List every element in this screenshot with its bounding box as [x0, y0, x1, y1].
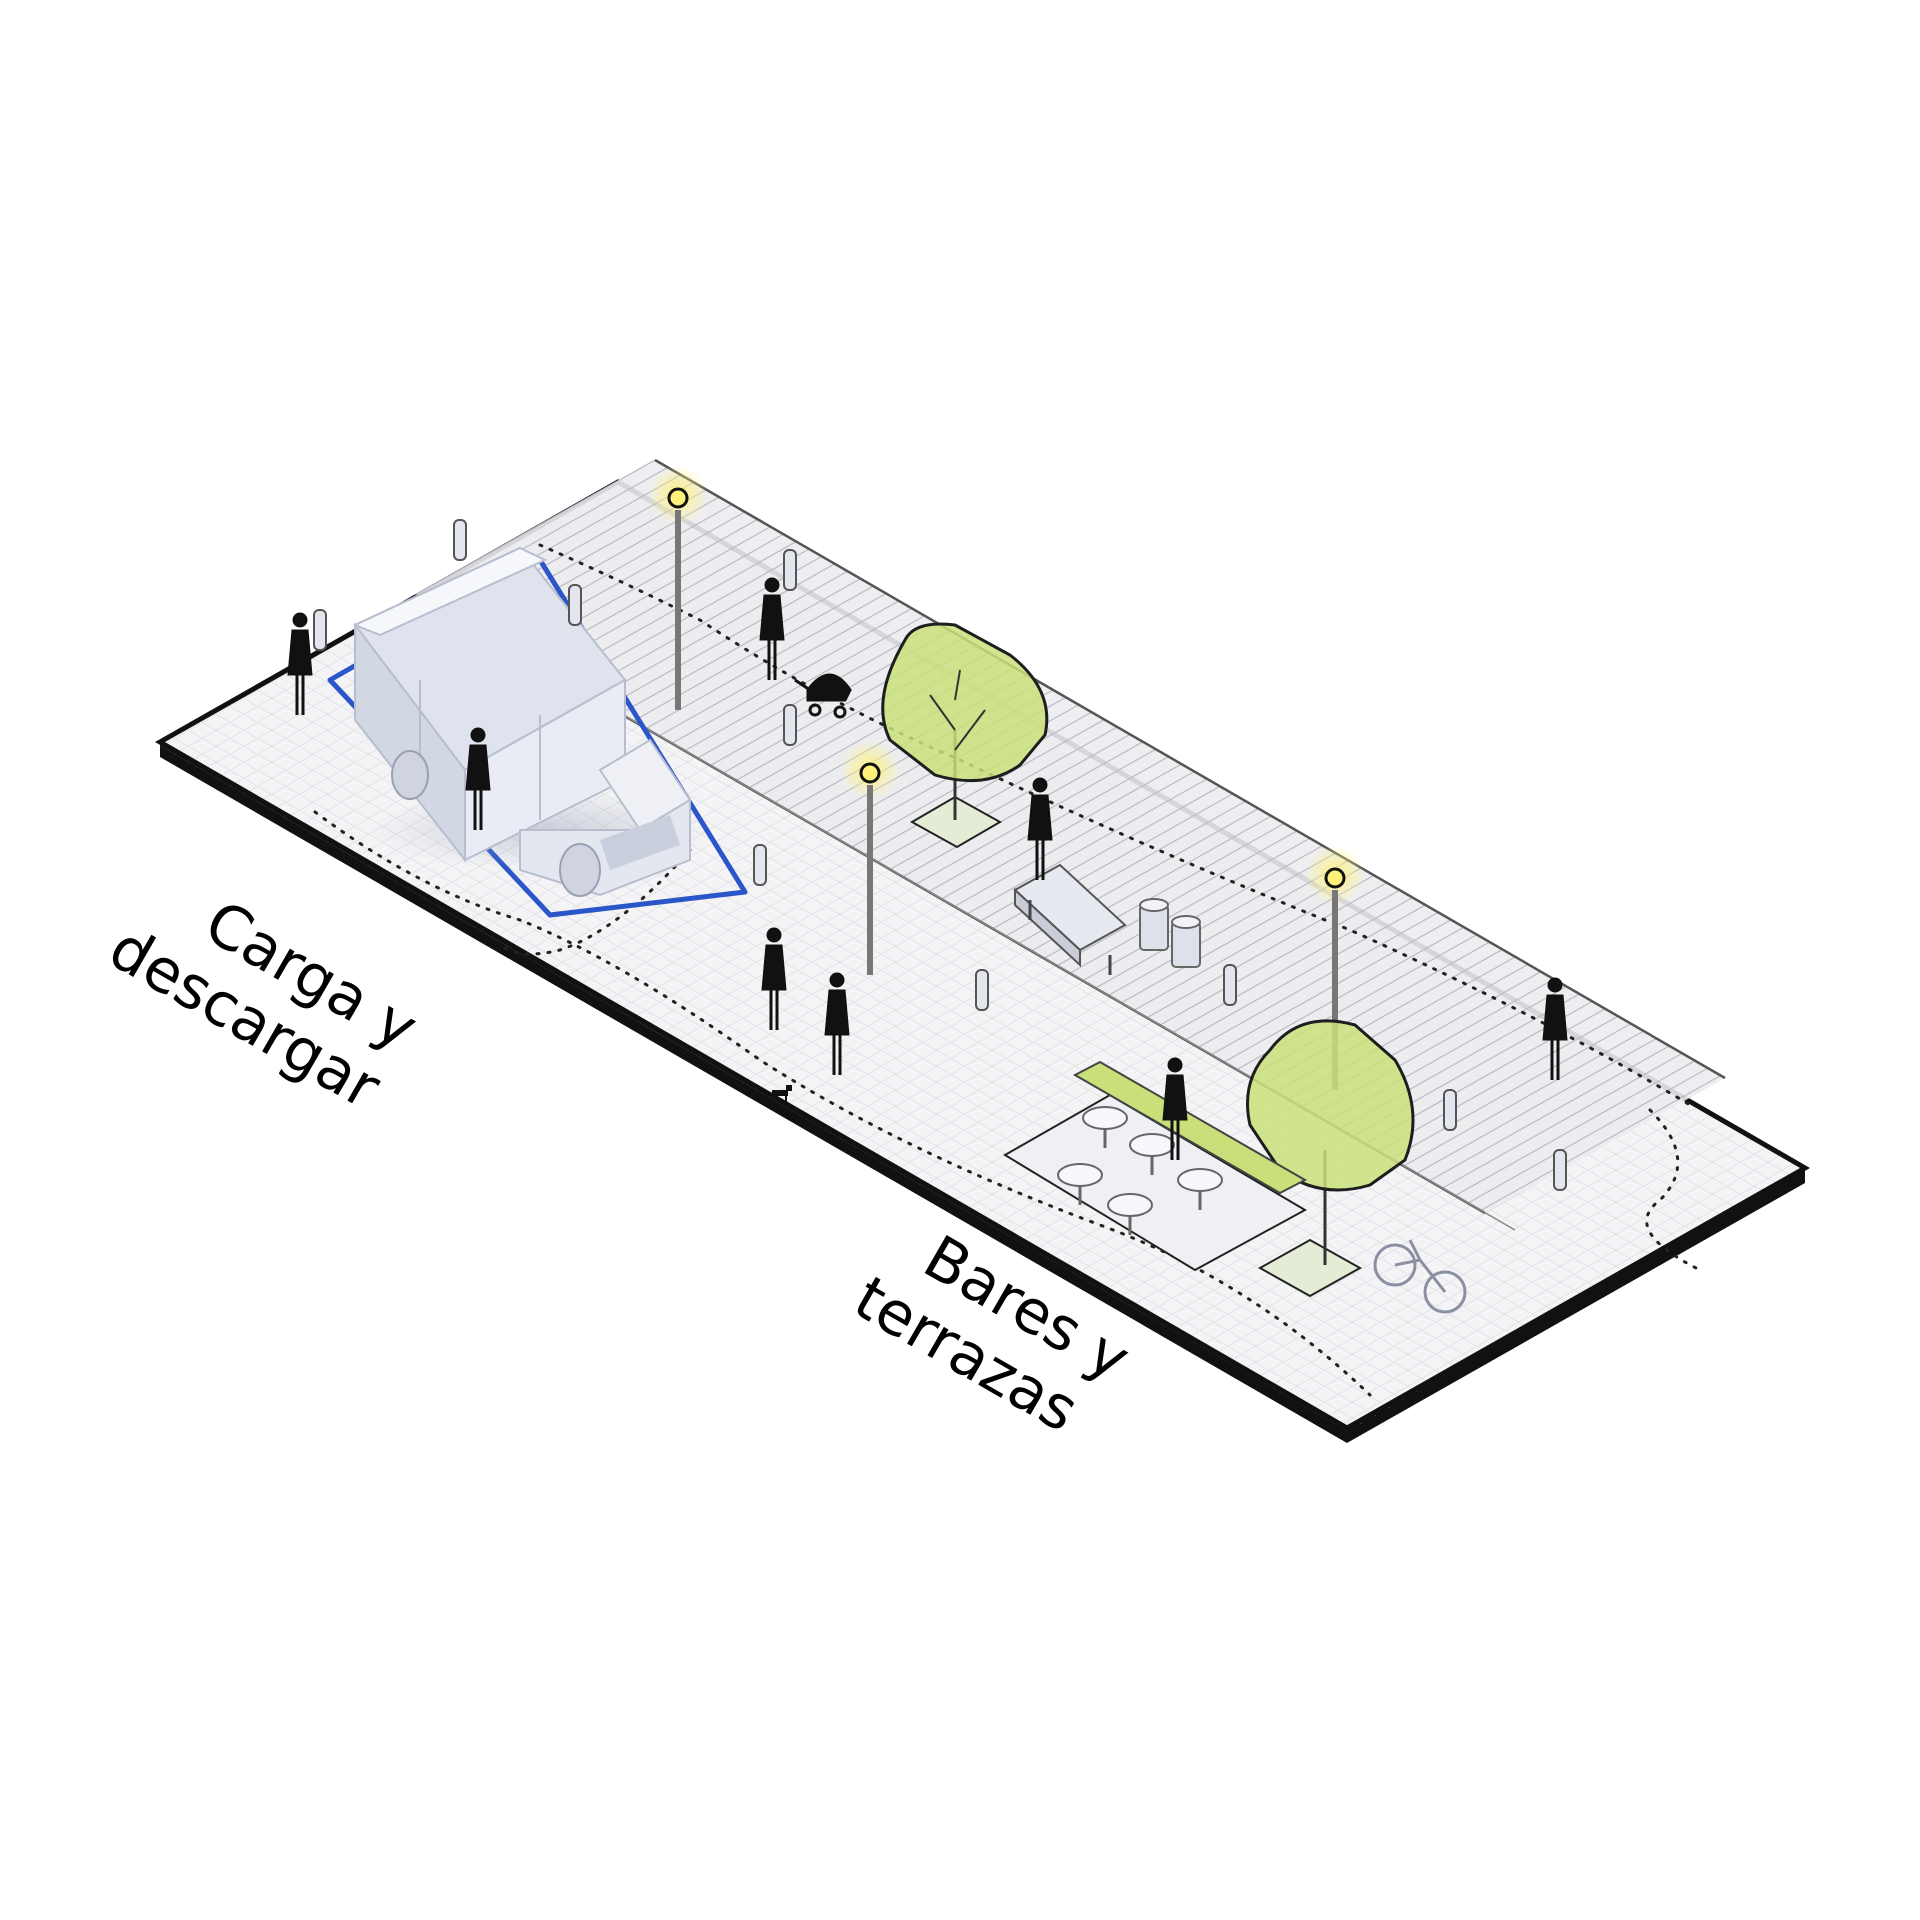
bollards: [313, 519, 1567, 1191]
bollard-icon: [568, 584, 582, 626]
tree-pit: [909, 795, 1003, 849]
dog-icon: [772, 1085, 792, 1104]
bollard-icon: [753, 844, 767, 886]
bench-icon: [1013, 863, 1127, 975]
bollard-icon: [313, 609, 327, 651]
person-icon: [287, 612, 313, 715]
tree-icon: [1246, 1019, 1415, 1298]
cafe-table-icon: [1057, 1163, 1103, 1205]
trash-bin-icon: [1171, 915, 1201, 968]
person-icon: [465, 727, 491, 830]
trash-bin-icon: [1139, 898, 1169, 951]
truck-wheel: [391, 750, 429, 800]
person-icon: [761, 927, 787, 1030]
truck-wheel: [559, 843, 601, 897]
cafe-table-icon: [1177, 1168, 1223, 1210]
street-lamps: [648, 465, 1365, 1090]
terrace-platform: [1003, 1093, 1308, 1272]
tree-icon: [881, 622, 1049, 849]
bollard-icon: [783, 549, 797, 591]
tree-pit: [1257, 1238, 1363, 1298]
bollard-icon: [783, 704, 797, 746]
cafe-table-icon: [1107, 1193, 1153, 1235]
bollard-icon: [1223, 964, 1237, 1006]
people: [287, 577, 1568, 1160]
planter-row: [1072, 1060, 1308, 1195]
slab-front-edge: [160, 742, 1347, 1443]
label-loading: Carga y descargar: [98, 887, 429, 1123]
tree-canopy: [881, 622, 1049, 783]
cafe-table-icon: [1082, 1106, 1128, 1148]
person-icon: [1162, 1057, 1188, 1160]
slab-right-edge: [1347, 1168, 1805, 1443]
person-icon: [759, 577, 785, 680]
street-lamp-icon: [648, 465, 708, 710]
cafe-table-icon: [1129, 1133, 1175, 1175]
bollard-icon: [453, 519, 467, 561]
flow-line-loop: [498, 848, 692, 956]
terrace-area: [1003, 1060, 1308, 1272]
person-icon: [824, 972, 850, 1075]
roadway-surface: [415, 460, 1725, 1213]
stroller-icon: [794, 673, 852, 719]
bicycle-icon: [1373, 1239, 1467, 1314]
street-lamp-icon: [840, 740, 900, 975]
bollard-icon: [1553, 1149, 1567, 1191]
tree-canopy: [1246, 1019, 1415, 1192]
bollard-icon: [975, 969, 989, 1011]
person-icon: [1027, 777, 1053, 880]
person-icon: [1542, 977, 1568, 1080]
bollard-icon: [1443, 1089, 1457, 1131]
delivery-truck-icon: [352, 546, 710, 897]
curb-line-far: [654, 458, 1726, 1080]
